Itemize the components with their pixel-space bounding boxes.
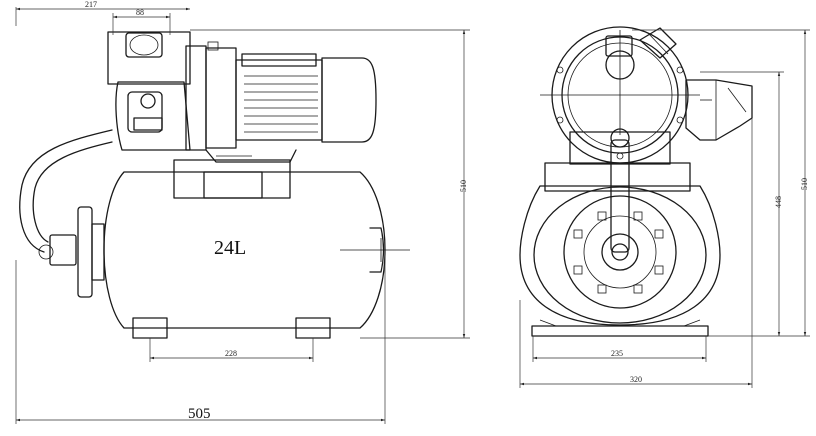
terminal-box: [241, 53, 317, 67]
flexible-hose: [19, 129, 113, 253]
saddle-notch: [203, 171, 263, 199]
front-base: [531, 325, 709, 337]
dim-88-text: 88: [136, 8, 144, 17]
pump-saddle: [173, 159, 291, 199]
tank-flange-collar: [91, 223, 105, 281]
side-view: 24L 217 88 510 228 505: [15, 0, 470, 424]
dim-448-text: 448: [774, 196, 783, 208]
pump-volute: [115, 81, 191, 151]
tank-flange-inner: [601, 233, 639, 271]
vertical-pipe: [610, 139, 630, 253]
adapter-bolt: [207, 41, 219, 51]
pump-inlet-ring: [129, 34, 159, 56]
pump-top-block: [107, 31, 191, 85]
pump-inlet-port: [125, 32, 163, 58]
motor-cooling-fins: [244, 75, 318, 133]
front-tank-face: [533, 186, 707, 324]
dim-320-text: 320: [630, 375, 642, 384]
priming-plug: [639, 27, 677, 59]
front-view: 235 320 448 510: [519, 26, 810, 388]
dim-235-text: 235: [611, 349, 623, 358]
pressure-gauge: [140, 93, 156, 109]
front-tank-outer: [519, 185, 721, 326]
pump-drain-block: [127, 91, 163, 133]
tank-flange-plate: [77, 206, 93, 298]
hose-fitting-nut: [38, 244, 54, 260]
tank-flange-bolts: [573, 211, 664, 294]
tank-flange-outer: [563, 195, 677, 309]
motor-flange: [205, 47, 237, 149]
dim-510r-text: 510: [800, 178, 809, 190]
dim-505-text: 505: [188, 406, 211, 422]
pressure-label-box: [133, 117, 163, 131]
tank-body: [103, 171, 386, 329]
flexible-hose-inner: [32, 141, 113, 243]
dim-510-text: 510: [459, 180, 468, 192]
dim-217-text: 217: [85, 0, 97, 9]
dim-228-text: 228: [225, 349, 237, 358]
pump-head-bolts: [556, 66, 684, 160]
tank-flange-ring: [583, 215, 657, 289]
motor-fan-cover: [321, 57, 377, 143]
front-pump-inlet: [605, 35, 633, 57]
front-terminal-box: [685, 79, 753, 141]
tank-label: 24L: [214, 237, 246, 259]
motor-support: [205, 149, 297, 163]
tank-flange-hub: [611, 243, 629, 261]
hose-fitting: [49, 234, 77, 266]
